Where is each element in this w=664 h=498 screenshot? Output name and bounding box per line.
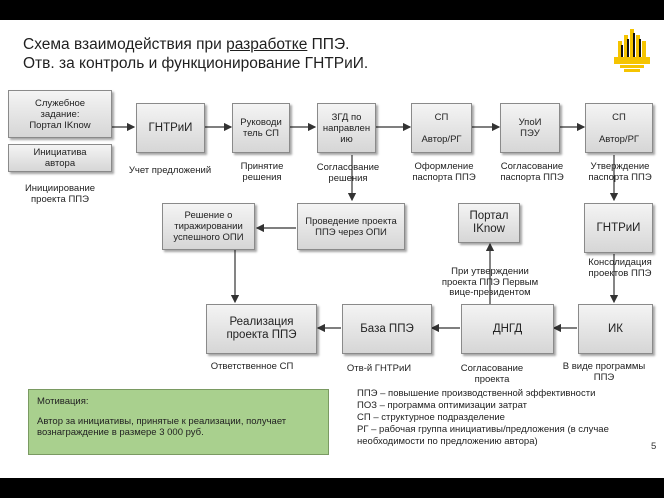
caption-accounting: Учет предложений (128, 165, 212, 176)
abbreviation-legend: ППЭ – повышение производственной эффекти… (357, 388, 657, 448)
caption-decision: Принятие решения (240, 161, 284, 183)
title-line-1: Схема взаимодействия при разработке ППЭ. (23, 35, 368, 54)
bottom-bar (0, 478, 664, 498)
base-ppe-box: База ППЭ (342, 304, 432, 354)
portal-iknow-box: Портал IKnow (458, 203, 520, 243)
rosneft-logo (614, 29, 650, 72)
top-bar (0, 0, 664, 20)
sp-author-box-2: СП Автор/РГ (585, 103, 653, 153)
realization-box: Реализация проекта ППЭ (206, 304, 317, 354)
page-title: Схема взаимодействия при разработке ППЭ.… (23, 35, 368, 73)
zgd-box: ЗГД по направлен ию (317, 103, 376, 153)
motivation-box: Мотивация: Автор за инициативы, принятые… (28, 389, 329, 455)
legend-item: СП – структурное подразделение (357, 412, 505, 423)
caption-initiation: Инициирование проекта ППЭ (24, 183, 96, 205)
sp-author-box-1: СП Автор/РГ (411, 103, 472, 153)
title-text: Схема взаимодействия при (23, 36, 227, 53)
title-line-2: Отв. за контроль и функционирование ГНТР… (23, 55, 369, 72)
caption-project-approval: Согласование проекта (460, 363, 524, 385)
caption-responsible-sp: Ответственное СП (210, 361, 294, 372)
title-underlined: разработке (226, 36, 308, 53)
replication-box: Решение о тиражировании успешного ОПИ (162, 203, 255, 250)
legend-item: ППЭ – повышение производственной эффекти… (357, 388, 596, 399)
legend-item: РГ – рабочая группа инициативы/предложен… (357, 424, 609, 447)
gntrii-box-2: ГНТРиИ (584, 203, 653, 253)
caption-first-vp: При утверждении проекта ППЭ Первым вице-… (441, 266, 539, 298)
head-sp-box: Руководи тель СП (232, 103, 290, 153)
caption-program: В виде программы ППЭ (562, 361, 646, 383)
ik-box: ИК (578, 304, 653, 354)
caption-resp-gntrii: Отв-й ГНТРиИ (346, 363, 412, 374)
dngd-box: ДНГД (461, 304, 554, 354)
caption-passport-approval: Согласование паспорта ППЭ (500, 161, 564, 183)
legend-item: ПОЗ – программа оптимизации затрат (357, 400, 527, 411)
initiative-box: Инициатива автора (8, 144, 112, 172)
gntrii-box-1: ГНТРиИ (136, 103, 205, 153)
motivation-heading: Мотивация: (37, 396, 89, 407)
motivation-text: Автор за инициативы, принятые к реализац… (37, 416, 287, 438)
upoi-box: УпоИ ПЭУ (500, 103, 560, 153)
caption-approval-decision: Согласование решения (316, 162, 380, 184)
title-text-end: ППЭ. (307, 36, 350, 53)
caption-consolidation: Консолидация проектов ППЭ (588, 257, 652, 279)
caption-passport-design: Оформление паспорта ППЭ (412, 161, 476, 183)
page-number: 5 (651, 441, 657, 452)
assignment-box: Служебное задание: Портал IKnow (8, 90, 112, 138)
caption-passport-confirm: Утверждение паспорта ППЭ (588, 161, 652, 183)
opi-box: Проведение проекта ППЭ через ОПИ (297, 203, 405, 250)
